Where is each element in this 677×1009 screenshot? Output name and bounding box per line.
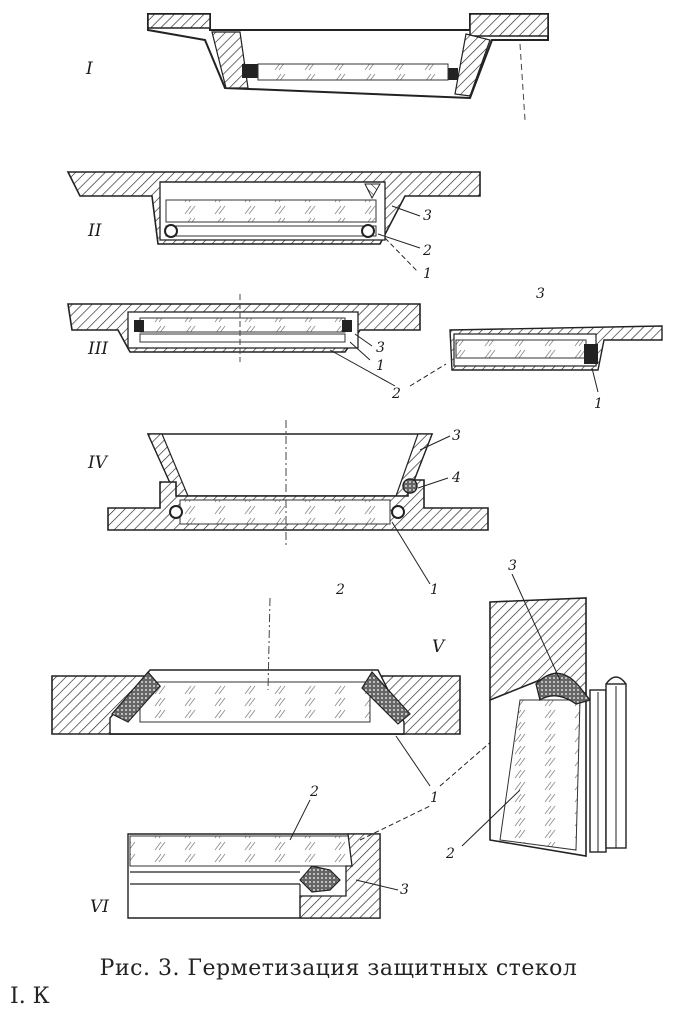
section-V-detail: 3 2 [445, 558, 627, 862]
callout-II-2: 2 [422, 243, 432, 259]
callout-VI-2: 2 [309, 784, 319, 800]
section-II: II 3 2 1 [66, 171, 481, 282]
callout-IIId-1: 1 [594, 396, 603, 412]
label-II: II [87, 221, 102, 241]
label-III: III [87, 339, 108, 359]
section-VI: VI 2 3 [90, 784, 431, 919]
figure-caption: Рис. 3. Герметизация защитных стекол [99, 956, 578, 981]
callout-II-3: 3 [423, 208, 432, 224]
figure-caption-continued: I. К [10, 984, 50, 1009]
section-V: V 1 [51, 597, 501, 806]
callout-IV-1: 1 [430, 582, 439, 598]
callout-III-3: 3 [376, 340, 385, 356]
label-I: I [85, 59, 93, 79]
section-I: I [85, 13, 549, 121]
callout-IV-3: 3 [452, 428, 461, 444]
callout-IV-2: 2 [335, 582, 345, 598]
section-III-detail: 3 1 [449, 286, 663, 412]
label-V: V [432, 637, 446, 657]
callout-Vd-3: 3 [508, 558, 517, 574]
callout-III-2: 2 [391, 386, 401, 402]
section-IV: IV 3 4 2 1 [87, 420, 489, 598]
section-III: III 3 1 2 [67, 294, 447, 402]
callout-III-1: 1 [376, 358, 385, 374]
callout-VI-3: 3 [400, 882, 409, 898]
callout-IV-4: 4 [451, 470, 461, 486]
callout-Vd-2: 2 [445, 846, 455, 862]
callout-II-1: 1 [423, 266, 432, 282]
callout-V-1: 1 [430, 790, 439, 806]
callout-IIId-3: 3 [536, 286, 545, 302]
label-IV: IV [87, 453, 109, 473]
label-VI: VI [90, 897, 109, 917]
